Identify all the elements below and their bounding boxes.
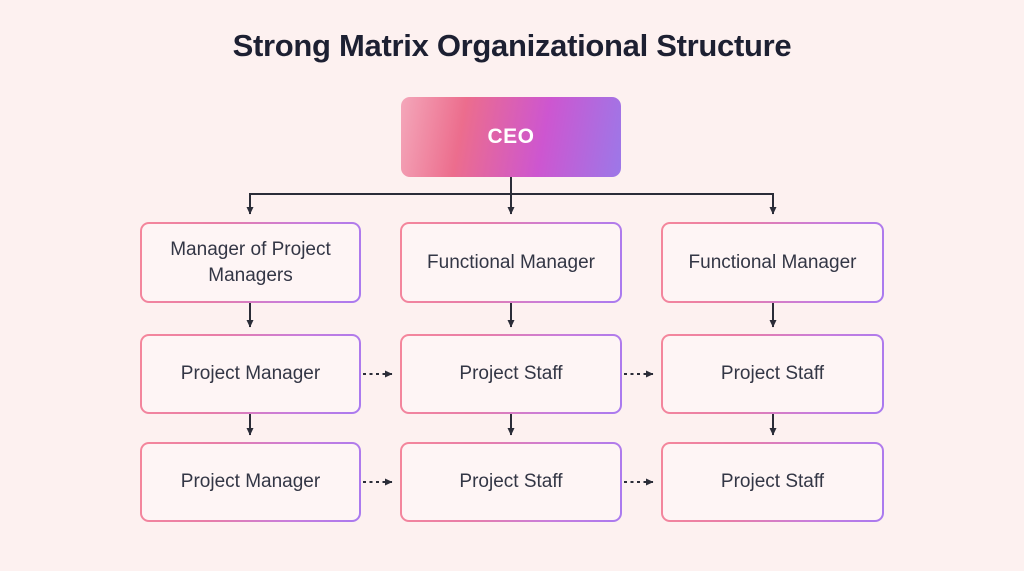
node-label: Project Staff	[402, 444, 620, 520]
node-functional-manager-2: Functional Manager	[661, 222, 884, 303]
node-label: Functional Manager	[402, 224, 620, 301]
node-label: Project Staff	[402, 336, 620, 412]
node-ceo-label: CEO	[487, 125, 535, 148]
node-project-manager-2: Project Manager	[140, 442, 361, 522]
node-label: Manager of Project Managers	[142, 224, 359, 301]
page-title: Strong Matrix Organizational Structure	[232, 28, 792, 63]
node-label: Project Staff	[663, 444, 882, 520]
node-project-manager-1: Project Manager	[140, 334, 361, 414]
node-label: Functional Manager	[663, 224, 882, 301]
node-label: Project Manager	[142, 336, 359, 412]
node-project-staff-2: Project Staff	[661, 334, 884, 414]
node-project-staff-1: Project Staff	[400, 334, 622, 414]
node-project-staff-4: Project Staff	[661, 442, 884, 522]
node-project-staff-3: Project Staff	[400, 442, 622, 522]
node-ceo: CEO	[401, 97, 621, 177]
node-label: Project Manager	[142, 444, 359, 520]
node-functional-manager-1: Functional Manager	[400, 222, 622, 303]
node-manager-of-project-managers: Manager of Project Managers	[140, 222, 361, 303]
node-label: Project Staff	[663, 336, 882, 412]
